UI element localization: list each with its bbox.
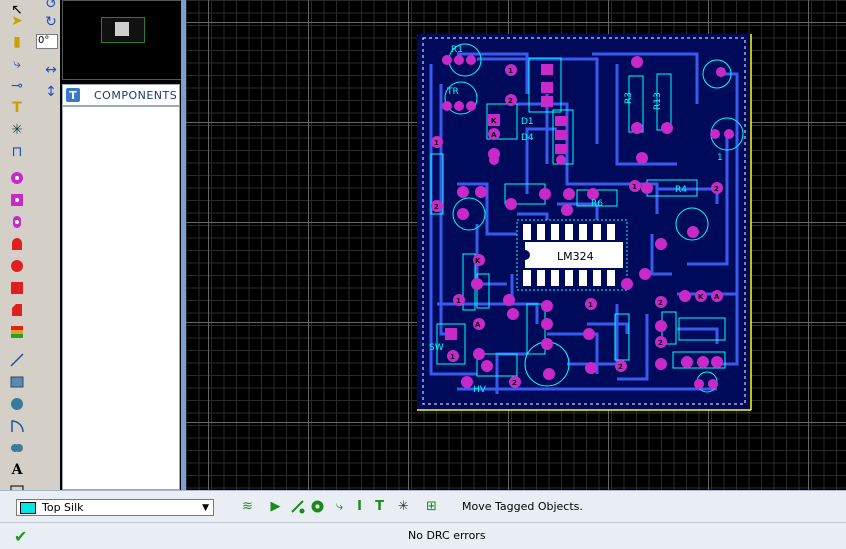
label-tr: TR — [446, 87, 459, 97]
path-tool-icon[interactable] — [4, 438, 30, 458]
label-r1: R1 — [451, 45, 463, 55]
rotate-clockwise-icon[interactable]: ↻ — [45, 14, 57, 30]
overview-board-thumbnail — [115, 22, 129, 36]
layer-selector[interactable]: Top Silk ▼ — [16, 499, 214, 516]
smt-round-pad-icon[interactable] — [4, 256, 30, 276]
track-mode-icon[interactable]: ⤷ — [13, 56, 21, 72]
ic-label: LM324 — [557, 250, 594, 263]
label-r13: R13 — [653, 92, 663, 110]
components-label: COMPONENTS — [94, 88, 178, 102]
left-toolbar: ↖ ➤ ▮ ⤷ ⊸ T ✳ ⊓ A — [0, 0, 37, 495]
square-pad-icon[interactable] — [4, 190, 30, 210]
zone-mode-icon[interactable]: T — [12, 100, 22, 116]
mirror-horizontal-icon[interactable]: ↔ — [45, 62, 57, 78]
route-icon[interactable]: ⤷ — [335, 499, 344, 514]
component-mode-icon[interactable]: ➤ — [11, 13, 23, 29]
label-d4: D4 — [521, 133, 534, 143]
pad-label-2c: 2 — [512, 379, 517, 387]
grid-snap-icon[interactable]: ⊞ — [426, 499, 437, 514]
rotation-angle-input[interactable]: 0° — [36, 34, 58, 49]
asterisk-icon[interactable]: ✳ — [398, 499, 409, 514]
pads — [431, 55, 734, 389]
chevron-down-icon[interactable]: ▼ — [202, 502, 209, 513]
track-icon[interactable] — [288, 497, 307, 516]
text-t-icon[interactable]: T — [375, 499, 384, 514]
label-r4: R4 — [675, 185, 687, 195]
pad-label-2a: 2 — [508, 97, 513, 105]
components-list[interactable] — [62, 106, 180, 490]
bottom-toolbar: Top Silk ▼ ≋ ▶ ⤷ Ⅰ T ✳ ⊞ Move Tagged Obj… — [0, 490, 846, 523]
status-message: Move Tagged Objects. — [462, 500, 583, 513]
package-mode-icon[interactable]: ▮ — [13, 34, 21, 50]
pad-label-2d: 2 — [618, 363, 623, 371]
layer-color-swatch — [20, 501, 36, 514]
pad-label-k3: K — [698, 293, 704, 301]
via-mode-icon[interactable]: ⊸ — [11, 78, 23, 94]
edge-pad-icon[interactable] — [4, 234, 30, 254]
rotation-toolbar: ↺ ↻ ↔ ↕ — [36, 0, 60, 490]
round-pad-icon[interactable] — [4, 168, 30, 188]
label-d1: D1 — [521, 117, 534, 127]
circle-tool-icon[interactable] — [4, 394, 30, 414]
pad-label-a3: A — [714, 293, 720, 301]
padstack-icon[interactable] — [4, 322, 30, 342]
text-tool-icon[interactable]: A — [11, 462, 23, 478]
play-icon[interactable]: ▶ — [270, 499, 281, 514]
pad-label-1a: 1 — [508, 67, 513, 75]
pad-label-k2: K — [475, 257, 481, 265]
dil-pad-icon[interactable] — [4, 212, 30, 232]
panel-divider[interactable] — [181, 0, 186, 490]
components-picker-icon[interactable]: T — [66, 88, 80, 102]
select-pointer-icon[interactable]: ↖ — [11, 2, 23, 18]
pcb-board[interactable]: LM324 R1 TR D1 D4 R3 — [417, 34, 753, 412]
copper-pour-edge — [422, 37, 746, 405]
pad-label-a2: A — [475, 321, 481, 329]
pad-label-2g: 2 — [714, 185, 719, 193]
pad-label-1b: 1 — [434, 139, 439, 147]
arc-tool-icon[interactable] — [4, 416, 30, 436]
line-tool-icon[interactable] — [4, 350, 30, 370]
layer-name: Top Silk — [42, 501, 84, 514]
label-hv: HV — [473, 385, 487, 395]
smt-square-pad-icon[interactable] — [4, 278, 30, 298]
pad-label-1f: 1 — [632, 183, 637, 191]
drill-icon[interactable]: Ⅰ — [357, 499, 362, 514]
connectivity-mode-icon[interactable]: ⊓ — [11, 144, 23, 160]
pad-label-2b: 2 — [434, 203, 439, 211]
overview-window[interactable] — [62, 0, 182, 80]
smt-polygon-pad-icon[interactable] — [4, 300, 30, 320]
mirror-vertical-icon[interactable]: ↕ — [45, 84, 57, 100]
components-header: T COMPONENTS — [62, 84, 180, 106]
label-r3: R3 — [624, 92, 634, 104]
silkscreen-labels: R1 TR D1 D4 R3 R13 R4 R6 SW HV 1 — [429, 45, 723, 395]
label-sw: SW — [429, 343, 444, 353]
pad-label-2f: 2 — [658, 339, 663, 347]
pad-label-2e: 2 — [658, 299, 663, 307]
ratsnest-mode-icon[interactable]: ✳ — [11, 122, 23, 138]
pad-label-1c: 1 — [456, 297, 461, 305]
drc-status[interactable]: No DRC errors — [408, 529, 486, 542]
pad-label-a1: A — [491, 131, 497, 139]
silkscreen-outlines — [430, 43, 744, 393]
rotate-anticlockwise-icon[interactable]: ↺ — [45, 0, 57, 12]
ic-lm324[interactable]: LM324 — [516, 219, 628, 291]
label-pin-1: 1 — [717, 153, 723, 163]
box-tool-icon[interactable] — [4, 372, 30, 392]
checkmark-icon: ✔ — [14, 527, 28, 546]
pad-label-1e: 1 — [588, 301, 593, 309]
pad-icon[interactable] — [308, 497, 327, 516]
pad-label-1d: 1 — [450, 353, 455, 361]
pad-label-k1: K — [491, 117, 497, 125]
pad-labels: K A K A K A 2 1 1 2 1 1 2 1 2 2 2 1 2 — [434, 67, 720, 387]
layers-icon[interactable]: ≋ — [242, 499, 253, 514]
status-bar: ✔ No DRC errors — [0, 522, 846, 549]
label-r6: R6 — [591, 199, 603, 209]
overview-viewport-box[interactable] — [101, 17, 145, 43]
